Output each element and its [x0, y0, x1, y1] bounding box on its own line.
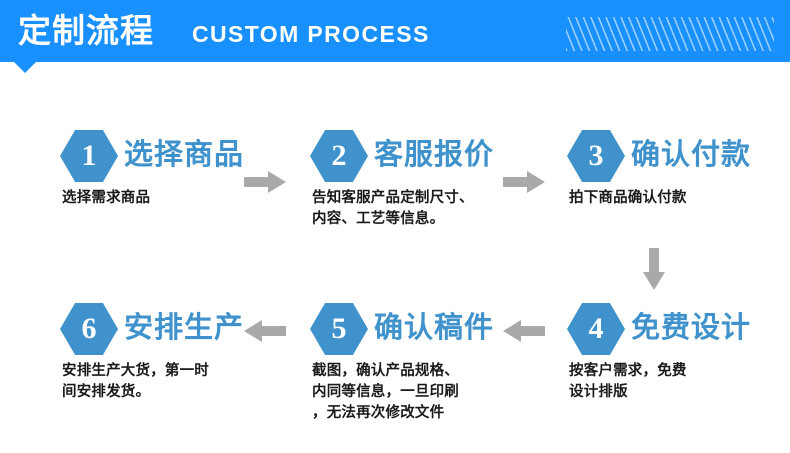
step-4-title: 免费设计	[631, 312, 752, 344]
step-3-title: 确认付款	[631, 139, 752, 171]
step-6-number: 6	[81, 312, 97, 345]
step-3: 3 确认付款 拍下商品确认付款	[567, 130, 767, 206]
step-1-head: 1 选择商品	[60, 130, 260, 182]
step-6-head: 6 安排生产	[60, 303, 260, 355]
step-5: 5 确认稿件 截图，确认产品规格、 内同等信息，一旦印刷 ，无法再次修改文件	[310, 303, 525, 421]
diagonal-stripes-icon	[566, 17, 774, 51]
arrow-right-1-to-2-icon	[244, 171, 286, 193]
arrow-left-4-to-5-icon	[503, 320, 545, 342]
step-3-head: 3 确认付款	[567, 130, 767, 182]
step-1-description: 选择需求商品	[62, 190, 151, 206]
arrow-left-5-to-6-icon	[244, 320, 286, 342]
step-4-description: 按客户需求，免费 设计排版	[569, 363, 687, 400]
step-3-number: 3	[588, 139, 604, 172]
step-4: 4 免费设计 按客户需求，免费 设计排版	[567, 303, 767, 400]
header-title-en: CUSTOM PROCESS	[192, 21, 430, 47]
step-5-number: 5	[331, 312, 347, 345]
step-2: 2 客服报价 告知客服产品定制尺寸、 内容、工艺等信息。	[310, 130, 525, 227]
step-6: 6 安排生产 安排生产大货，第一时 间安排发货。	[60, 303, 260, 400]
step-6-title: 安排生产	[124, 312, 245, 344]
step-3-description: 拍下商品确认付款	[569, 190, 687, 206]
step-5-title: 确认稿件	[374, 312, 495, 344]
step-2-head: 2 客服报价	[310, 130, 525, 182]
step-5-description: 截图，确认产品规格、 内同等信息，一旦印刷 ，无法再次修改文件	[312, 363, 459, 421]
step-5-head: 5 确认稿件	[310, 303, 525, 355]
arrow-right-2-to-3-icon	[503, 171, 545, 193]
step-4-head: 4 免费设计	[567, 303, 767, 355]
step-4-number: 4	[588, 312, 604, 345]
step-2-title: 客服报价	[374, 139, 495, 171]
step-2-number: 2	[331, 139, 347, 172]
step-6-description: 安排生产大货，第一时 间安排发货。	[62, 363, 209, 400]
step-1-title: 选择商品	[124, 139, 245, 171]
step-1-number: 1	[81, 139, 97, 172]
header-notch-triangle-icon	[14, 62, 36, 73]
step-2-description: 告知客服产品定制尺寸、 内容、工艺等信息。	[312, 190, 474, 227]
step-1: 1 选择商品 选择需求商品	[60, 130, 260, 206]
header-title-cn: 定制流程	[18, 12, 154, 49]
arrow-down-3-to-4-icon	[643, 248, 665, 290]
header-bar: 定制流程 CUSTOM PROCESS	[0, 0, 790, 62]
